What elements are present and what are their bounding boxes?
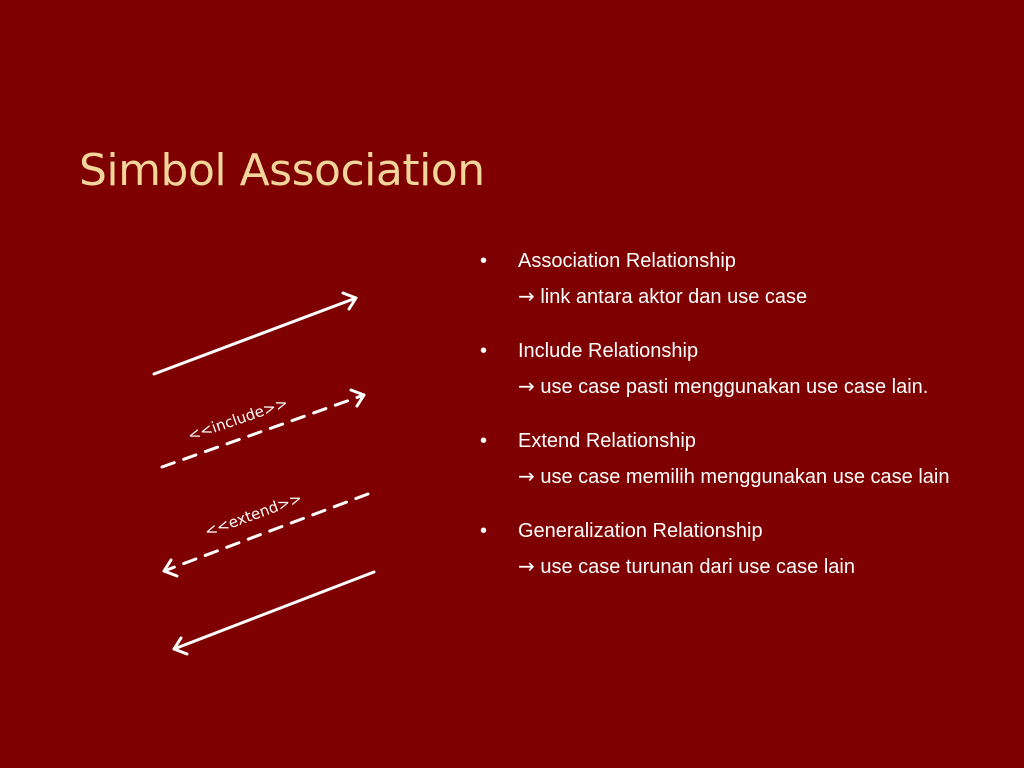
bullet-marker: •: [480, 340, 488, 362]
list-item-description: → use case pasti menggunakan use case la…: [518, 373, 960, 400]
list-item-description-text: use case turunan dari use case lain: [540, 556, 855, 578]
right-arrow-icon: →: [518, 374, 535, 398]
bullet-marker: •: [480, 520, 488, 542]
list-item-description: → use case turunan dari use case lain: [518, 553, 960, 580]
generalization-arrow: [172, 570, 376, 656]
bullet-marker: •: [480, 250, 488, 272]
right-arrow-icon: →: [518, 464, 535, 488]
list-item-description-text: link antara aktor dan use case: [540, 286, 808, 308]
association-arrow: [152, 291, 358, 376]
list-item-description: → link antara aktor dan use case: [518, 283, 960, 310]
extend-arrow: [162, 492, 370, 578]
list-item-description-text: use case pasti menggunakan use case lain…: [540, 376, 929, 398]
list-item-description: → use case memilih menggunakan use case …: [518, 463, 960, 490]
list-item-extend: • Extend Relationship → use case memilih…: [480, 428, 960, 490]
relationship-list: • Association Relationship → link antara…: [480, 248, 960, 608]
list-item-heading: Include Relationship: [518, 340, 699, 362]
list-item-heading: Extend Relationship: [518, 430, 696, 452]
right-arrow-icon: →: [518, 554, 535, 578]
slide-title: Simbol Association: [79, 145, 485, 196]
list-item-association: • Association Relationship → link antara…: [480, 248, 960, 310]
list-item-generalization: • Generalization Relationship → use case…: [480, 518, 960, 580]
list-item-heading: Association Relationship: [518, 250, 736, 272]
bullet-marker: •: [480, 430, 488, 452]
include-arrow: [160, 388, 366, 469]
right-arrow-icon: →: [518, 284, 535, 308]
list-item-include: • Include Relationship → use case pasti …: [480, 338, 960, 400]
list-item-heading: Generalization Relationship: [518, 520, 763, 542]
include-label: <<include>>: [185, 394, 290, 445]
extend-label: <<extend>>: [202, 489, 304, 541]
list-item-description-text: use case memilih menggunakan use case la…: [540, 466, 950, 488]
